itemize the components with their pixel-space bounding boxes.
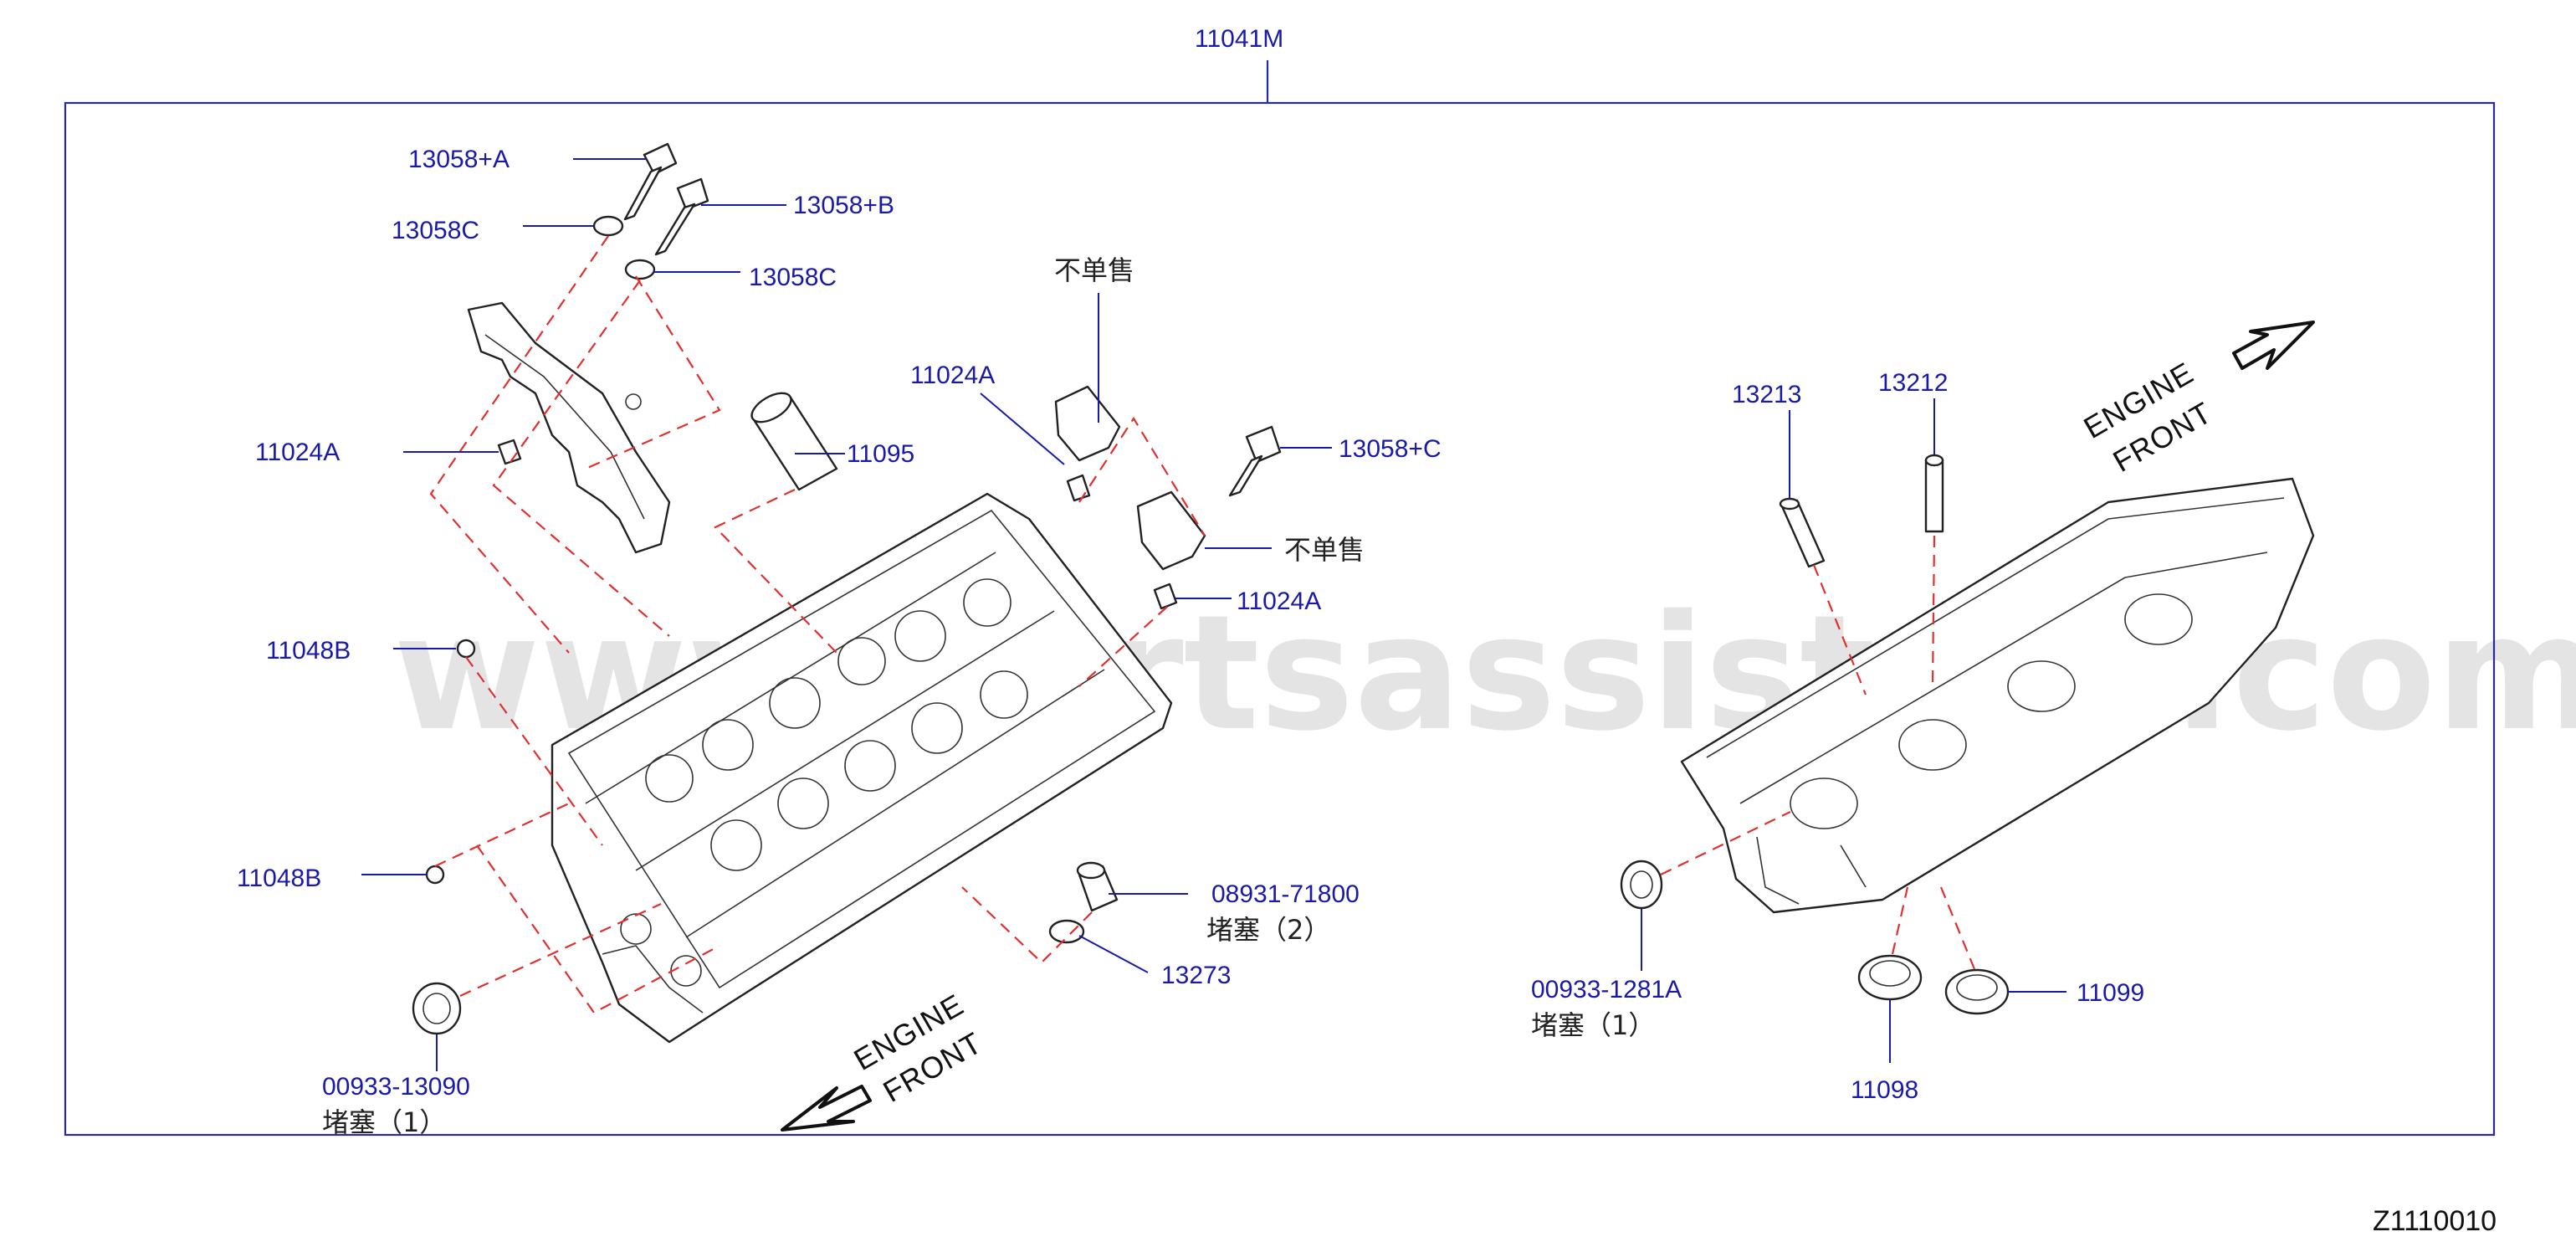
cap-lower[interactable]: [1136, 490, 1206, 571]
washer-13058c-lower[interactable]: [624, 259, 656, 280]
seal-11099[interactable]: [1944, 968, 2010, 1015]
bolt-13058-b[interactable]: [654, 177, 709, 256]
engine-front-right: ENGINE FRONT: [2078, 321, 2315, 479]
right-assembly-lines: [1660, 535, 1976, 970]
label-11048b-lower[interactable]: 11048B: [237, 865, 321, 892]
washer-13058c-upper[interactable]: [592, 215, 624, 237]
label-08931-note: 堵塞（2）: [1206, 914, 1330, 946]
label-11098[interactable]: 11098: [1851, 1076, 1918, 1104]
ball-11048b-lower[interactable]: [425, 865, 445, 885]
plug-00933-13090[interactable]: [412, 982, 462, 1035]
label-13058-b[interactable]: 13058+B: [793, 192, 894, 219]
label-not-sold-upper: 不单售: [1054, 254, 1134, 286]
tube-11095[interactable]: [747, 387, 838, 491]
seal-11098[interactable]: [1857, 954, 1923, 1001]
dowel-11024a-center[interactable]: [1066, 474, 1091, 502]
right-cylinder-head[interactable]: [1680, 477, 2315, 914]
washer-13273[interactable]: [1048, 919, 1085, 944]
label-11099[interactable]: 11099: [2077, 979, 2144, 1007]
label-00933-1281a[interactable]: 00933-1281A: [1531, 976, 1682, 1003]
left-cylinder-head[interactable]: [551, 492, 1173, 1044]
label-13058c-upper[interactable]: 13058C: [392, 217, 479, 244]
cap-upper[interactable]: [1054, 385, 1121, 462]
label-00933-1281a-note: 堵塞（1）: [1531, 1009, 1655, 1041]
left-leader-lines: [361, 158, 1332, 1071]
label-11024a-right[interactable]: 11024A: [1237, 588, 1321, 615]
engine-front-left: ENGINE FRONT: [781, 987, 988, 1132]
label-13213[interactable]: 13213: [1732, 381, 1801, 408]
valve-guide-13212[interactable]: [1924, 454, 1944, 533]
label-00933-13090[interactable]: 00933-13090: [322, 1073, 470, 1101]
label-11024a-center[interactable]: 11024A: [910, 362, 995, 389]
label-08931-71800[interactable]: 08931-71800: [1211, 880, 1360, 908]
label-13212[interactable]: 13212: [1878, 369, 1948, 397]
label-13058-c[interactable]: 13058+C: [1339, 435, 1442, 463]
label-11024a-left[interactable]: 11024A: [255, 439, 340, 466]
dowel-11024a-left[interactable]: [497, 439, 522, 465]
dowel-11024a-right[interactable]: [1153, 583, 1178, 610]
valve-guide-13213[interactable]: [1779, 497, 1826, 568]
label-13058-a[interactable]: 13058+A: [408, 146, 510, 173]
label-13058c-lower[interactable]: 13058C: [749, 264, 837, 291]
ball-11048b-upper[interactable]: [456, 639, 476, 659]
label-11095[interactable]: 11095: [847, 440, 914, 468]
arrow-icon-front-right: [2232, 321, 2315, 370]
arrow-icon-front-left: [781, 1085, 872, 1132]
diagram-code: Z1110010: [2373, 1205, 2497, 1237]
label-13273[interactable]: 13273: [1161, 962, 1231, 989]
assembly-number-label[interactable]: 11041M: [1195, 25, 1283, 53]
bolt-13058-a[interactable]: [623, 142, 678, 221]
bolt-13058-c[interactable]: [1228, 425, 1282, 497]
label-11048b-upper[interactable]: 11048B: [266, 637, 351, 665]
label-00933-13090-note: 堵塞（1）: [322, 1106, 446, 1138]
plug-00933-1281a[interactable]: [1620, 860, 1663, 910]
label-not-sold-lower: 不单售: [1284, 534, 1365, 566]
assembly-frame: [64, 60, 2496, 1137]
plug-08931-71800[interactable]: [1076, 861, 1119, 912]
right-leader-lines: [1641, 398, 2066, 1063]
left-camshaft-bracket[interactable]: [467, 301, 671, 554]
left-assembly-lines: [429, 235, 1206, 1014]
